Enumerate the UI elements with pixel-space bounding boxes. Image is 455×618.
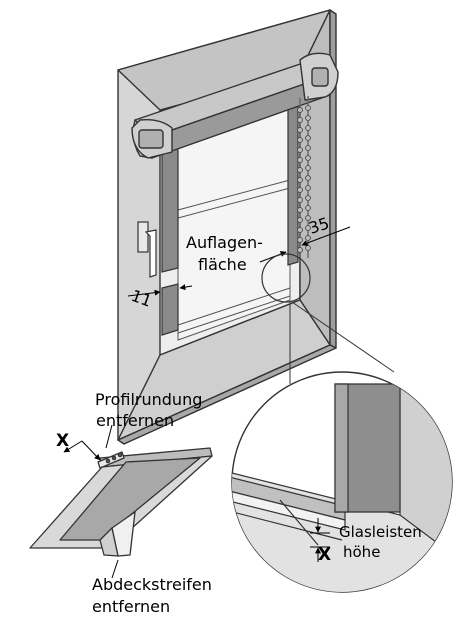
guide-rail-profile (29, 447, 213, 557)
detail-leader-lines (289, 301, 395, 384)
cover-strip-label-line1: Abdeckstreifen (92, 575, 212, 594)
window-handle (137, 221, 157, 278)
left-guide-rail (161, 145, 179, 336)
cover-strip-leader (111, 559, 119, 579)
support-surface-label-line2: fläche (198, 255, 247, 274)
roller-cassette (131, 52, 339, 159)
profile-x-label: X (56, 431, 69, 451)
profile-rounding-label-line1: Profilrundung (95, 390, 202, 409)
cover-strip-label-line2: entfernen (92, 597, 170, 616)
glass-bead-label-line1: Glasleisten (339, 523, 422, 541)
right-guide-rail (287, 100, 299, 266)
detail-marker-circle (261, 253, 311, 303)
dimension-11 (127, 284, 193, 297)
detail-x-label: X (318, 545, 331, 565)
dimension-35 (259, 226, 351, 263)
support-surface-label-line1: Auflagen- (186, 233, 263, 252)
glass-bead-label-line2: höhe (343, 543, 380, 561)
profile-x-dimension (63, 424, 113, 461)
bead-chain (297, 96, 311, 262)
profile-rounding-label-line2: entfernen (96, 411, 174, 430)
detail-view (231, 371, 453, 593)
